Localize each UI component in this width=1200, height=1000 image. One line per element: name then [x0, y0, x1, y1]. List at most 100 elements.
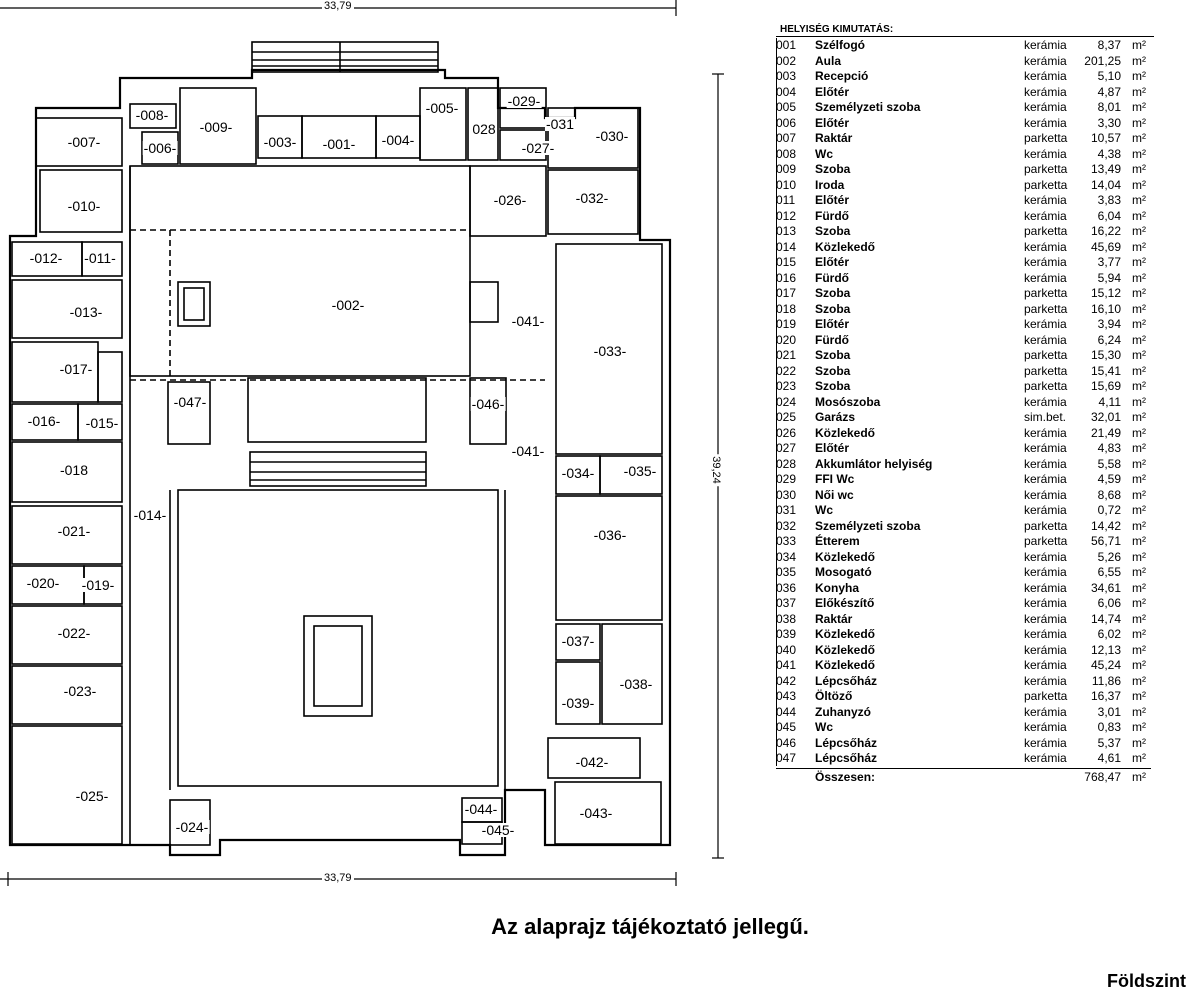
room-number: 004 [776, 84, 797, 99]
floor-material: parketta [1024, 224, 1068, 238]
area-unit: m² [1132, 410, 1146, 424]
floor-material: kerámia [1024, 239, 1067, 254]
room-number: 024 [776, 394, 797, 409]
room-label-046: -046- [470, 396, 506, 412]
room-area: 16,22 [1090, 224, 1121, 238]
floor-label: Földszint [1107, 971, 1186, 991]
room-label-024: -024- [174, 819, 210, 835]
room-area: 0,72 [1097, 503, 1121, 517]
total-area: 768,47 [1084, 770, 1121, 784]
room-area: 16,10 [1090, 301, 1121, 316]
room-name: Előtér [815, 115, 850, 130]
room-number: 010 [776, 177, 797, 192]
area-unit: m² [1132, 518, 1146, 533]
room-area: 4,59 [1097, 472, 1121, 486]
area-unit: m² [1132, 379, 1146, 393]
floor-material: parketta [1024, 286, 1068, 300]
room-area: 16,37 [1090, 689, 1121, 703]
room-area: 11,86 [1091, 673, 1121, 688]
room-number: 014 [776, 239, 797, 254]
room-name: Előtér [815, 255, 850, 269]
area-unit: m² [1132, 177, 1146, 192]
room-number: 045 [776, 720, 797, 734]
room-name: Lépcsőház [815, 751, 878, 765]
area-unit: m² [1132, 720, 1146, 734]
room-label-039: -039- [560, 695, 596, 711]
floor-material: kerámia [1024, 611, 1067, 626]
floor-material: kerámia [1024, 208, 1067, 223]
area-unit: m² [1132, 270, 1146, 285]
floor-material: kerámia [1024, 394, 1067, 409]
room-name: Szoba [815, 301, 851, 316]
area-unit: m² [1132, 224, 1146, 238]
room-label-026: -026- [492, 192, 528, 208]
room-number: 039 [776, 627, 797, 641]
bottom-dimension-label: 33,79 [322, 872, 354, 884]
room-label-037: -037- [560, 633, 596, 649]
room-label-008: -008- [134, 107, 170, 123]
area-unit: m² [1132, 38, 1146, 52]
room-area: 6,24 [1097, 332, 1121, 347]
height-dimension-label: 39,24 [709, 454, 722, 486]
room-name: Wc [815, 720, 833, 734]
area-unit: m² [1132, 456, 1146, 471]
room-area: 56,71 [1090, 534, 1121, 548]
floor-material: kerámia [1024, 425, 1067, 440]
area-unit: m² [1132, 84, 1146, 99]
room-number: 041 [776, 658, 797, 672]
floor-material: kerámia [1024, 503, 1067, 517]
room-name: Szoba [815, 363, 851, 378]
room-number: 017 [776, 286, 797, 300]
room-label-014: -014- [132, 507, 168, 523]
room-label-007: -007- [66, 134, 102, 150]
room-area: 10,57 [1090, 131, 1121, 145]
room-label-010: -010- [66, 198, 102, 214]
room-label-001: -001- [321, 136, 357, 152]
room-number: 015 [776, 255, 797, 269]
room-label-047: -047- [172, 394, 208, 410]
room-label-028: 028 [471, 121, 497, 137]
room-name: Zuhanyzó [815, 704, 871, 719]
area-unit: m² [1132, 642, 1146, 657]
room-name: Szoba [815, 379, 851, 393]
room-area: 8,68 [1097, 487, 1121, 502]
room-number: 042 [776, 673, 797, 688]
room-number: 035 [776, 565, 797, 579]
room-area: 13,49 [1090, 162, 1121, 176]
area-unit: m² [1132, 239, 1146, 254]
room-area: 0,83 [1097, 720, 1121, 734]
floor-material: kerámia [1024, 549, 1067, 564]
room-name: Iroda [815, 177, 845, 192]
room-number: 005 [776, 100, 797, 114]
room-name: Fürdő [815, 208, 849, 223]
room-label-011: -011- [83, 250, 117, 266]
room-name: Szoba [815, 162, 851, 176]
room-area: 6,02 [1097, 627, 1121, 641]
room-number: 022 [776, 363, 797, 378]
room-area: 6,04 [1097, 208, 1121, 223]
room-label-033: -033- [592, 343, 628, 359]
area-unit: m² [1132, 611, 1146, 626]
room-number: 026 [776, 425, 797, 440]
floor-material: kerámia [1024, 146, 1067, 161]
area-unit: m² [1132, 735, 1146, 750]
room-label-003: -003- [262, 134, 298, 150]
room-label-023: -023- [62, 683, 98, 699]
room-area: 14,04 [1090, 177, 1121, 192]
room-name: Öltöző [815, 689, 853, 703]
area-unit: m² [1132, 332, 1146, 347]
room-name: Közlekedő [815, 239, 876, 254]
room-number: 018 [776, 301, 797, 316]
room-name: Étterem [815, 534, 860, 548]
